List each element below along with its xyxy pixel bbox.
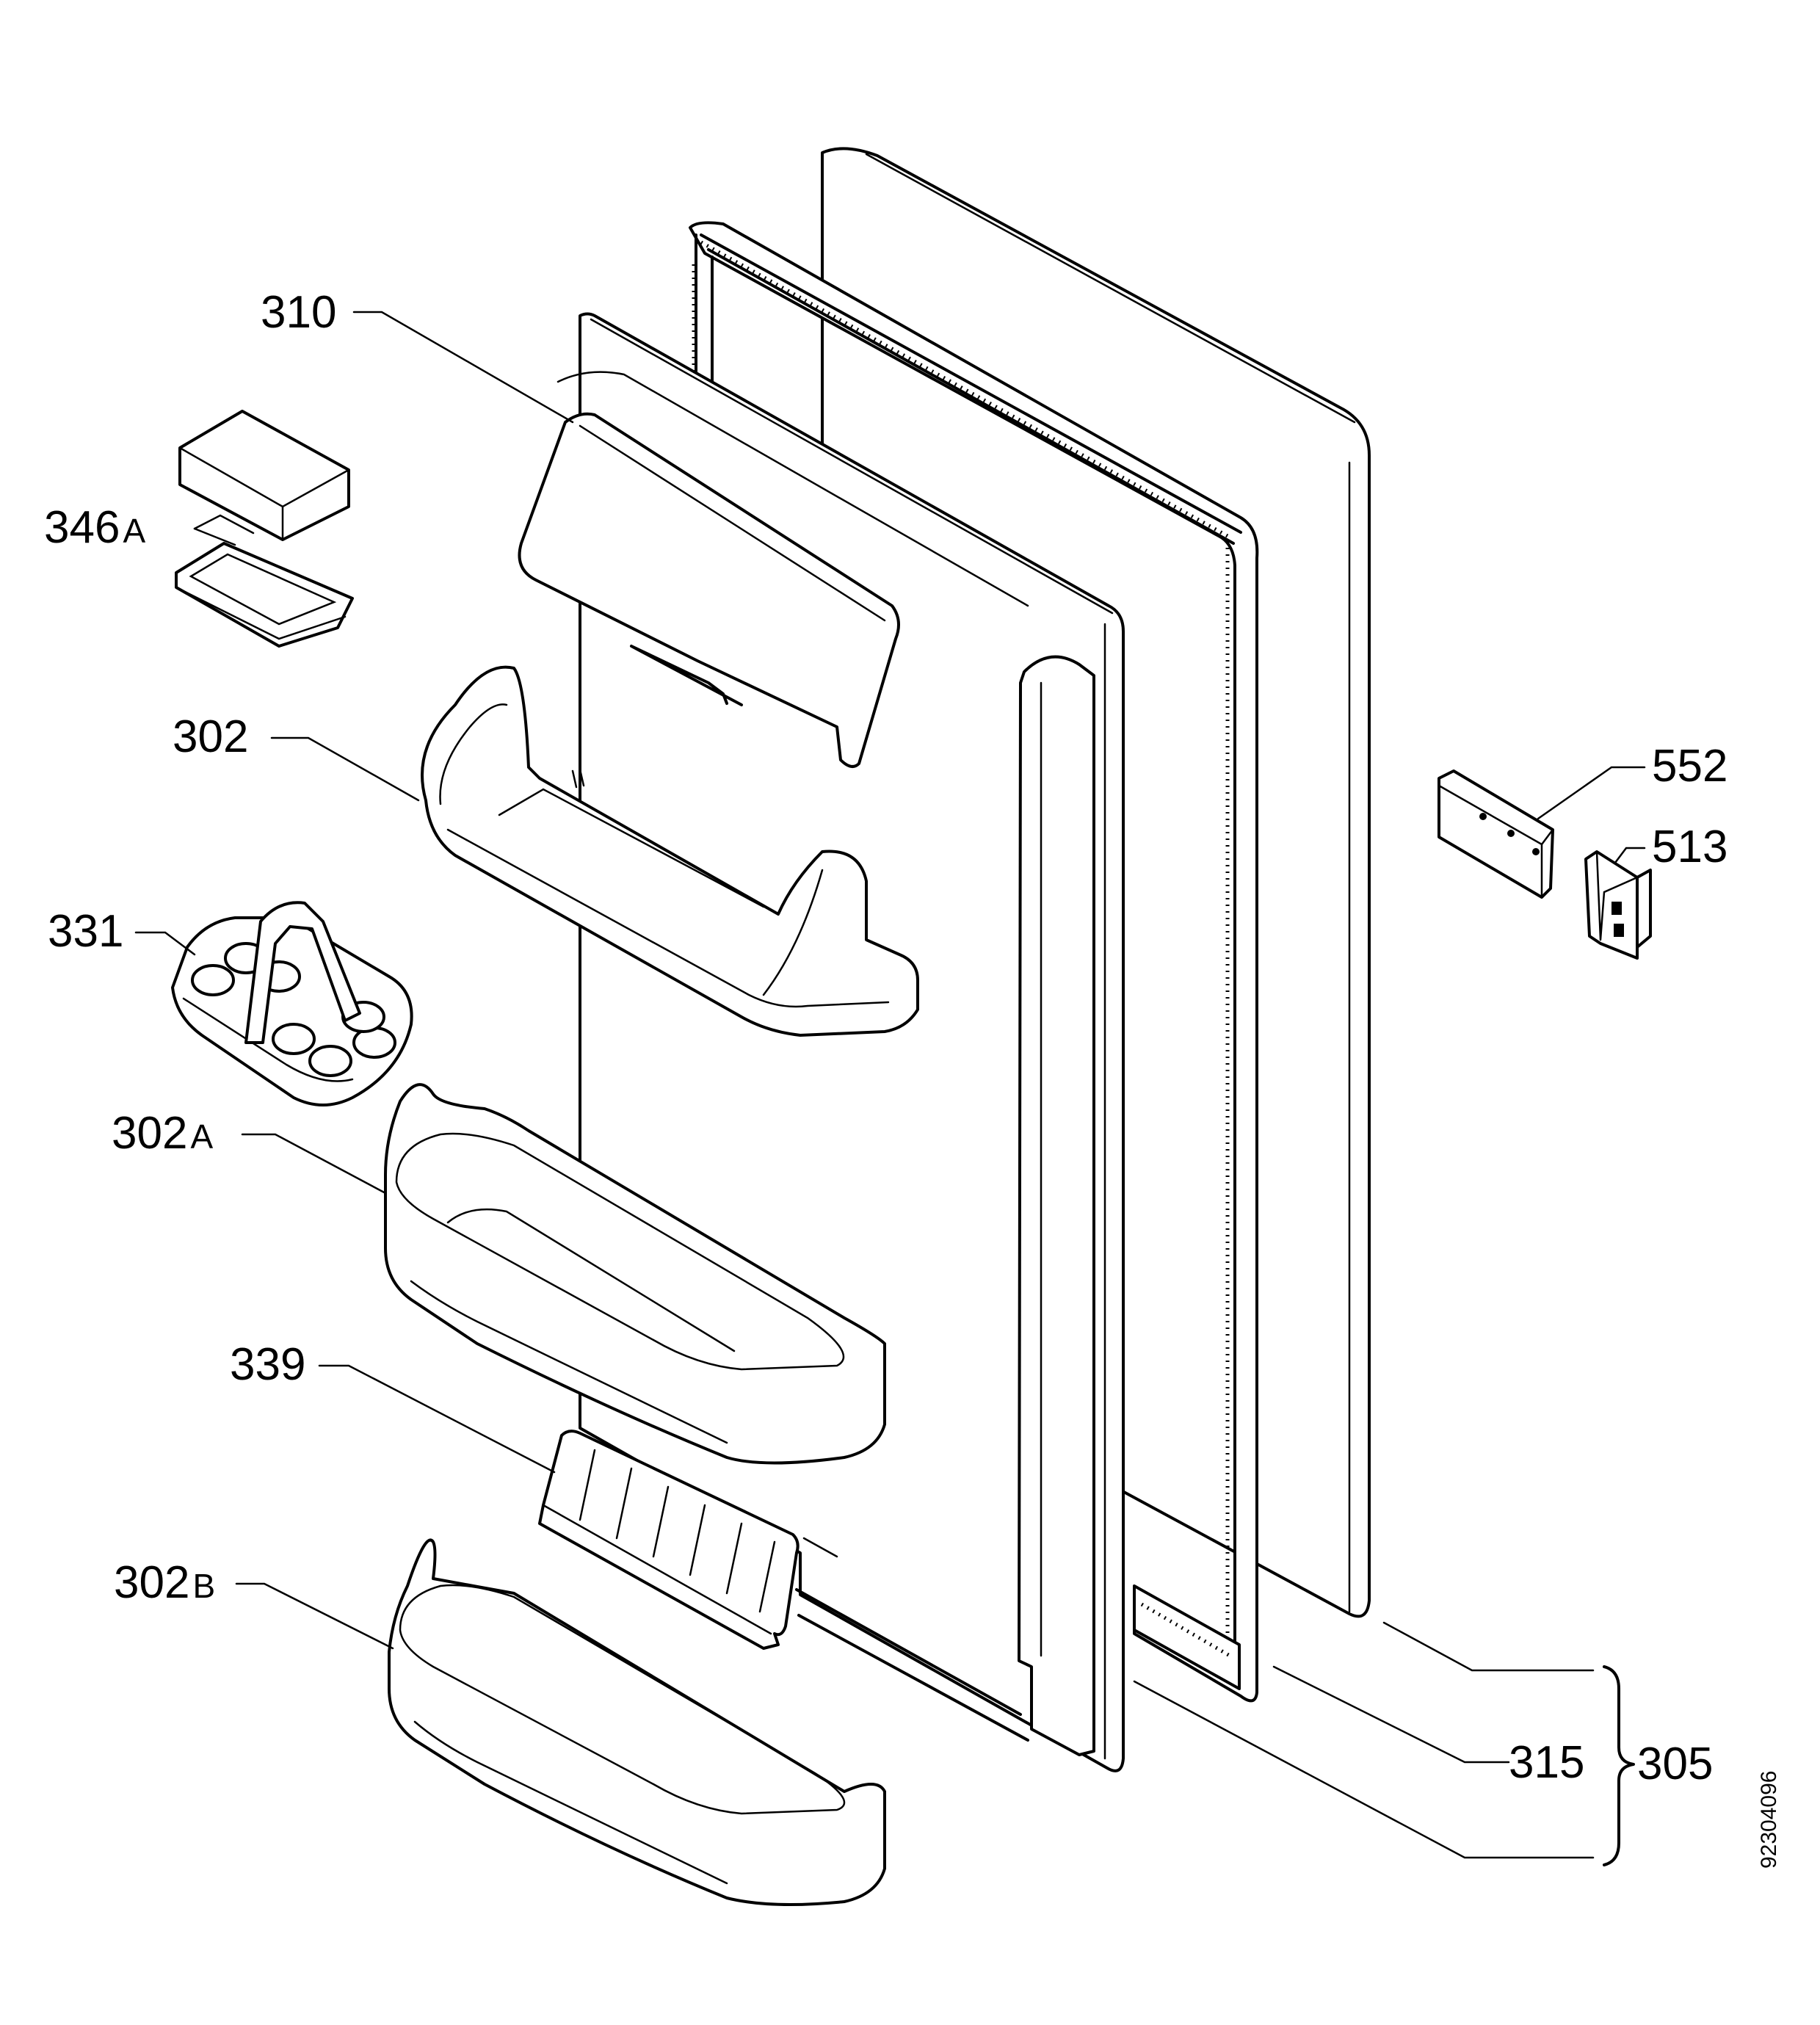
door-shelf-302 <box>421 665 919 1037</box>
label-310: 310 <box>261 287 337 338</box>
hinge-plate-552 <box>1437 769 1554 899</box>
butter-dish-part <box>175 410 354 648</box>
label-305: 305 <box>1637 1739 1714 1789</box>
label-302: 302 <box>173 711 249 762</box>
shelf-insert-339 <box>538 1430 800 1650</box>
label-513: 513 <box>1652 822 1728 872</box>
hinge-bracket-513 <box>1584 850 1652 960</box>
label-339: 339 <box>230 1339 306 1390</box>
label-346a: 346A <box>44 502 146 553</box>
top-flap-part <box>518 412 900 768</box>
egg-tray-part <box>171 901 413 1106</box>
label-302a: 302A <box>112 1108 214 1159</box>
label-552: 552 <box>1652 741 1728 791</box>
label-331: 331 <box>48 906 124 957</box>
door-shelf-302b <box>388 1538 886 1906</box>
leader-lines <box>134 311 1646 1859</box>
door-shelf-302a <box>384 1083 886 1465</box>
drawing-code: 92304096 <box>1757 1770 1781 1869</box>
assembly-brace <box>1603 1665 1635 1866</box>
door-gasket <box>689 221 1259 1703</box>
label-302b: 302B <box>114 1557 216 1608</box>
label-315: 315 <box>1509 1737 1585 1788</box>
